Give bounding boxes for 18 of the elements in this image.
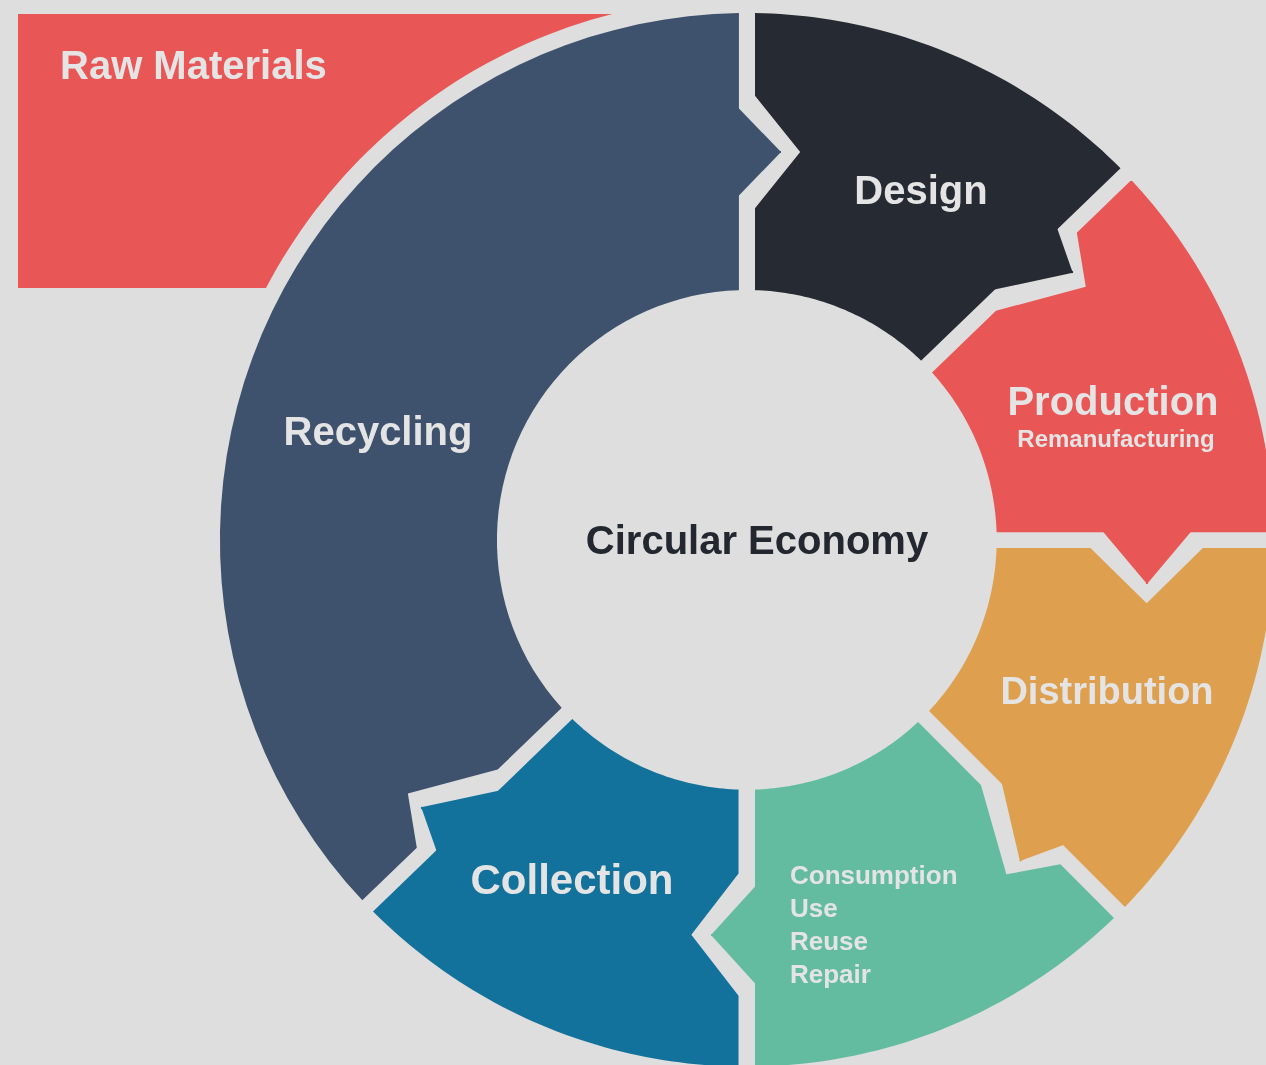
flow-arrow [736,107,782,197]
flow-arrow [420,789,502,853]
flow-arrow [992,227,1074,291]
flow-arrow [1001,780,1065,863]
flow-arrow [1102,529,1192,585]
stage-label: Distribution [1000,671,1214,713]
stage-label: Remanufacturing [1017,425,1215,453]
stage-label: Reuse [790,926,869,956]
stage-label: Use [790,893,838,923]
flow-arrow [710,885,758,985]
stage-label: Consumption [790,860,958,890]
stage-label: Raw Materials [60,43,327,87]
stage-label: Repair [790,959,871,989]
stage-label: Design [854,168,988,212]
stage-label: Collection [470,856,674,904]
center-title: Circular Economy [585,518,929,562]
stage-label: Recycling [283,409,473,453]
stage-label: Production [1007,379,1219,423]
